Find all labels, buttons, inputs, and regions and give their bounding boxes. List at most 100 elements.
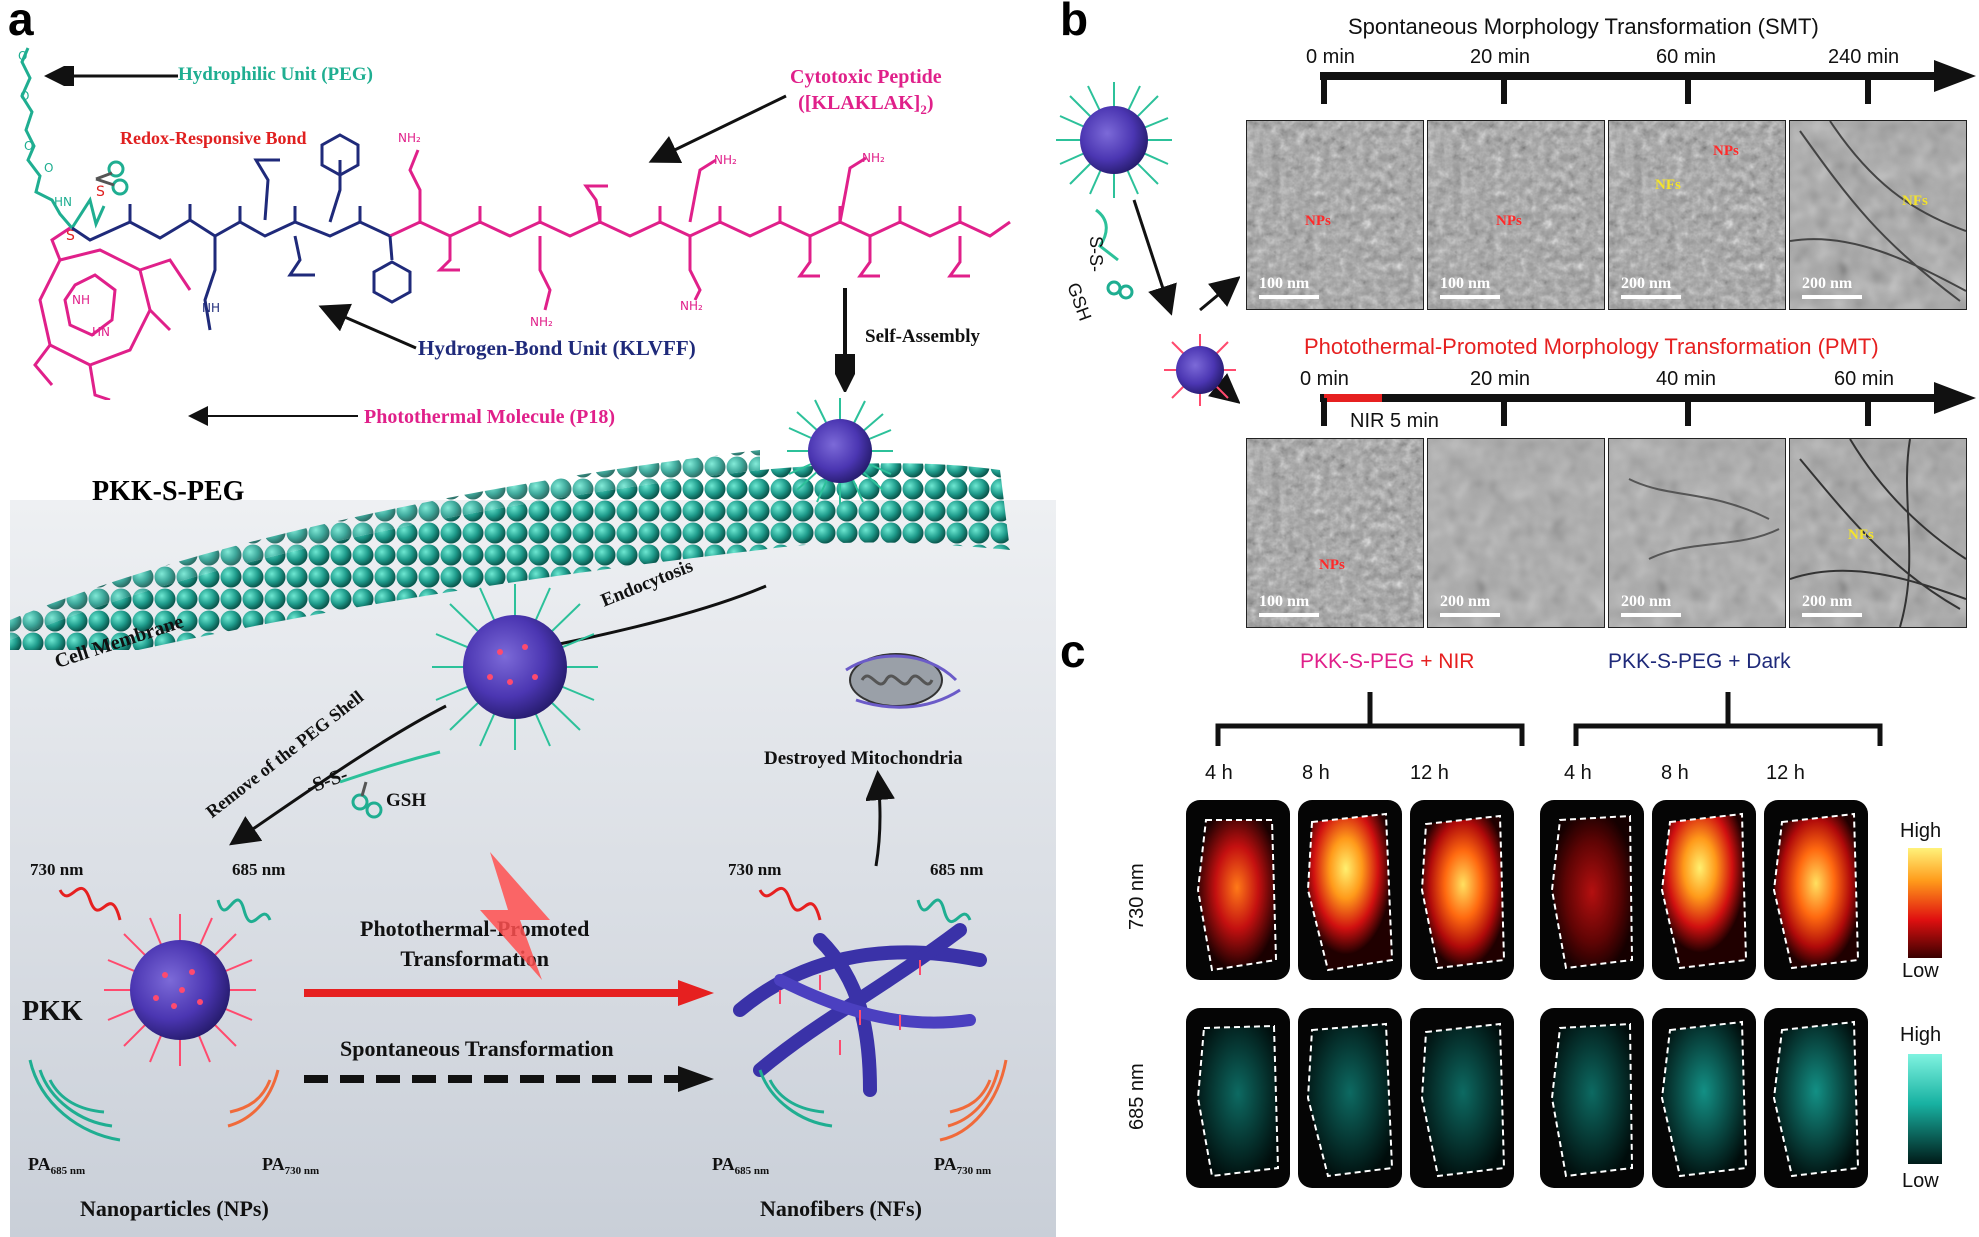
scale-bar: 100 nm — [1259, 593, 1319, 617]
pa-730-dark-8h — [1652, 800, 1756, 980]
pmt-time-1: 20 min — [1470, 368, 1531, 390]
low-label-2: Low — [1902, 1170, 1939, 1192]
pa-730-nir-12h — [1410, 800, 1514, 980]
b-ss: S-S- — [1086, 236, 1106, 272]
scale-bar: 200 nm — [1621, 593, 1681, 617]
svg-text:S: S — [66, 228, 75, 244]
pmt-timeline — [1320, 382, 1976, 426]
group1-title: PKK-S-PEG + NIR — [1300, 650, 1474, 674]
svg-text:HN: HN — [54, 195, 72, 209]
arrow-remove-peg — [229, 704, 447, 846]
scale-bar: 100 nm — [1259, 275, 1319, 299]
pa685-right: PA685 nm — [712, 1154, 769, 1177]
c-time-1: 8 h — [1302, 762, 1330, 784]
pa685-left: PA685 nm — [28, 1154, 85, 1177]
nanoparticle-peg-top — [787, 398, 893, 504]
c-time-3: 4 h — [1564, 762, 1592, 784]
cytotoxic-sub: 2 — [920, 102, 927, 117]
group2-title-a: PKK-S-PEG — [1608, 650, 1723, 673]
pa-685-dark-4h — [1540, 1008, 1644, 1188]
cytotoxic-label: Cytotoxic Peptide ([KLAKLAK]2) — [790, 64, 942, 123]
svg-text:NH₂: NH₂ — [398, 131, 421, 145]
pa-text: PA — [28, 1154, 51, 1174]
nps-tag: NPs — [1319, 557, 1345, 573]
arrow-cytotoxic — [648, 94, 787, 164]
arrow-self-assembly — [835, 288, 855, 392]
row2-label: 685 nm — [1126, 1063, 1148, 1130]
group2-title: PKK-S-PEG + Dark — [1608, 650, 1791, 674]
high-label-1: High — [1900, 820, 1942, 842]
scale-bar: 100 nm — [1440, 275, 1500, 299]
pa-text: PA — [712, 1154, 735, 1174]
arrow-hydrophilic — [44, 66, 178, 86]
chemical-structure: O O O O HN S S — [18, 47, 1011, 400]
tem-pmt-2: 200 nm — [1608, 438, 1786, 628]
pmt-time-3: 60 min — [1834, 368, 1895, 390]
pkk-label: PKK — [22, 996, 83, 1027]
low-label-1: Low — [1902, 960, 1939, 982]
pa-sub: 685 nm — [734, 1165, 770, 1177]
row1-label: 730 nm — [1126, 863, 1148, 930]
pa-text: PA — [934, 1154, 957, 1174]
scale-bar-text: 100 nm — [1259, 593, 1310, 610]
scale-bar-text: 200 nm — [1621, 275, 1672, 292]
scale-bar: 200 nm — [1440, 593, 1500, 617]
tem-pmt-3: 200 nm NFs — [1789, 438, 1967, 628]
nps-tag: NPs — [1305, 213, 1331, 229]
cytotoxic-seq: ([KLAKLAK] — [798, 92, 921, 114]
ptt-line1: Photothermal-Promoted — [360, 916, 590, 941]
cytotoxic-line1: Cytotoxic Peptide — [790, 66, 942, 88]
lightning-icon — [480, 852, 550, 980]
svg-text:S: S — [96, 184, 105, 200]
c-time-0: 4 h — [1205, 762, 1233, 784]
pa730-left: PA730 nm — [262, 1154, 319, 1177]
self-assembly-label: Self-Assembly — [865, 326, 981, 347]
smt-time-2: 60 min — [1656, 46, 1717, 68]
svg-text:NH₂: NH₂ — [530, 315, 553, 329]
wl730-left: 730 nm — [30, 860, 84, 879]
arrow-hbond — [318, 303, 417, 350]
group1-title-a: PKK-S-PEG — [1300, 650, 1415, 673]
pa-text: PA — [262, 1154, 285, 1174]
scale-bar-text: 100 nm — [1440, 275, 1491, 292]
ptt-label: Photothermal-Promoted Transformation — [360, 914, 589, 974]
panel-a: a O O O O HN S S — [8, 0, 1056, 1237]
light-waves — [58, 886, 972, 924]
panel-c-label: c — [1060, 625, 1086, 677]
svg-text:NH: NH — [72, 293, 90, 307]
ss-scissors-icon — [339, 750, 441, 819]
spont-label: Spontaneous Transformation — [340, 1036, 614, 1061]
svg-text:NH₂: NH₂ — [862, 151, 885, 165]
svg-text:HN: HN — [92, 325, 110, 339]
tem-smt-0: 100 nm NPs — [1246, 120, 1424, 310]
group2-title-b: + Dark — [1722, 650, 1791, 673]
nfs-tag: NFs — [1848, 527, 1874, 543]
pa-signals — [28, 1059, 1008, 1142]
membrane-scene — [10, 450, 1010, 650]
c-time-2: 12 h — [1410, 762, 1449, 784]
smt-title: Spontaneous Morphology Transformation (S… — [1348, 14, 1819, 39]
panel-b-label: b — [1060, 0, 1089, 45]
scale-bar-text: 200 nm — [1802, 275, 1853, 292]
svg-text:NH₂: NH₂ — [680, 299, 703, 313]
tem-smt-2: 200 nm NPs NFs — [1608, 120, 1786, 310]
scale-bar-text: 200 nm — [1802, 593, 1853, 610]
tem-smt-1: 100 nm NPs — [1427, 120, 1605, 310]
tem-smt-3: 200 nm NFs — [1789, 120, 1967, 310]
hbond-label: Hydrogen-Bond Unit (KLVFF) — [418, 336, 696, 360]
pa-sub: 730 nm — [284, 1165, 320, 1177]
wl685-right: 685 nm — [930, 860, 984, 879]
svg-text:NH₂: NH₂ — [714, 153, 737, 167]
pmt-time-2: 40 min — [1656, 368, 1717, 390]
pa-730-dark-4h — [1540, 800, 1644, 980]
scissors-icon — [95, 160, 129, 196]
b-nanoparticle-small — [1164, 334, 1236, 406]
scale-bar-text: 200 nm — [1440, 593, 1491, 610]
scale-bar-text: 100 nm — [1259, 275, 1310, 292]
arrow-endocytosis — [524, 584, 767, 660]
destroyed-label: Destroyed Mitochondria — [764, 748, 963, 769]
nps-tag: NPs — [1713, 143, 1739, 159]
svg-text:O: O — [24, 139, 33, 153]
redox-label: Redox-Responsive Bond — [120, 128, 307, 148]
panel-b: b Spontaneous Morphology Transformation … — [1056, 0, 1979, 640]
